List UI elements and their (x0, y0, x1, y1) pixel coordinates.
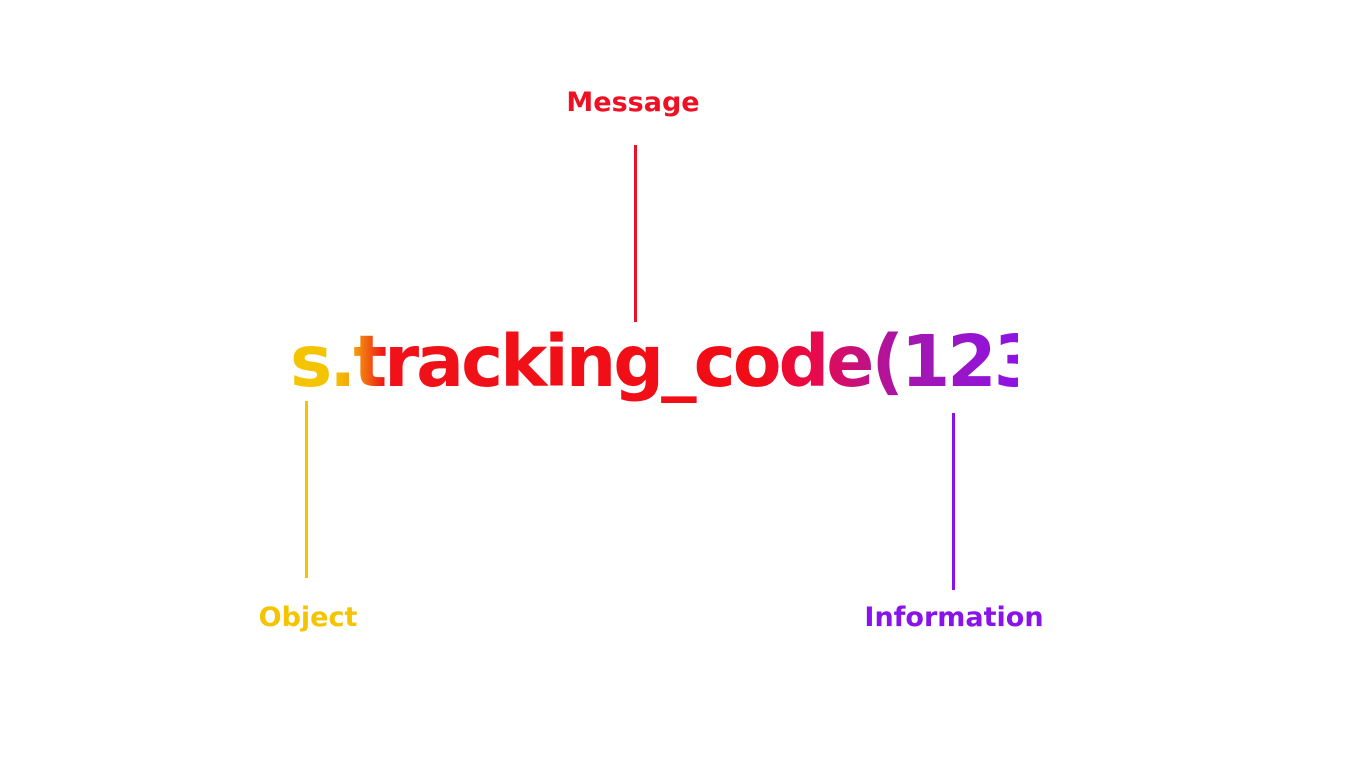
information-label: Information (864, 602, 1044, 633)
message-label: Message (566, 87, 700, 118)
code-expression: s.tracking_code(123) (290, 320, 1073, 403)
object-connector-line (305, 401, 308, 578)
object-label: Object (258, 602, 358, 633)
message-connector-line (634, 145, 637, 322)
information-connector-line (952, 413, 955, 590)
